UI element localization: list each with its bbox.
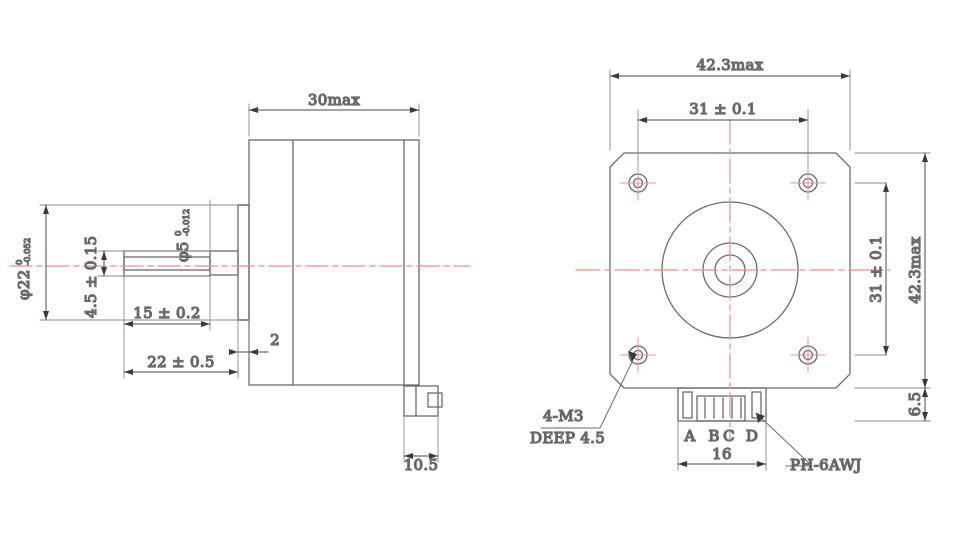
- dim-shaft-diameter-upper: 0: [15, 260, 25, 265]
- dim-body-length: 30max: [308, 91, 360, 109]
- dim-hole-pitch-vertical: 31 ± 0.1: [867, 235, 885, 302]
- side-connector-tab: [427, 392, 443, 408]
- dim-shaft-diameter-lower: -0.052: [23, 238, 33, 265]
- side-connector-body: [403, 385, 439, 417]
- dim-shaft-step-diameter-group: φ5 0 -0.012: [173, 208, 192, 263]
- front-view-arrowheads: [610, 73, 928, 467]
- dim-shaft-step-diameter-lower: -0.012: [182, 209, 192, 236]
- leader-connector: [755, 412, 814, 467]
- annotation-connector-type: PH-6AWJ: [790, 456, 862, 474]
- dim-shaft-diameter: φ22: [15, 270, 33, 301]
- annotation-mounting-holes-line1: 4-M3: [543, 407, 584, 425]
- dim-hole-pitch-horizontal: 31 ± 0.1: [689, 100, 756, 118]
- dim-connector-offset: 6.5: [906, 392, 924, 417]
- dim-shaft-diameter-group: φ22 0 -0.052: [14, 237, 33, 301]
- leader-arrowheads: [628, 351, 765, 423]
- motor-front-outline: [609, 152, 851, 389]
- annotation-mounting-holes-line2: DEEP 4.5: [530, 429, 605, 447]
- front-connector-tab-right: [751, 391, 762, 419]
- front-connector-tab-left: [682, 391, 693, 419]
- leader-lines: [540, 361, 814, 467]
- dim-shaft-flat-length: 15 ± 0.2: [133, 304, 200, 322]
- dim-front-connector-width: 16: [712, 445, 732, 463]
- dim-overall-height: 42.3max: [906, 236, 924, 303]
- dim-shaft-length-total: 22 ± 0.5: [147, 353, 214, 371]
- pin-label-d: D: [746, 427, 758, 445]
- pin-label-b: B: [708, 427, 719, 445]
- pin-label-a: A: [683, 427, 695, 445]
- dim-shaft-step-diameter: φ5: [174, 241, 192, 262]
- dim-side-connector-width: 10.5: [404, 456, 439, 474]
- side-view-arrowheads: [43, 107, 438, 459]
- front-view-geometry: [575, 119, 891, 441]
- dim-flat-height: 4.5 ± 0.15: [82, 236, 100, 318]
- front-connector-pin-block: [696, 395, 746, 422]
- front-view-extension-lines: [609, 69, 931, 471]
- leader-mounting-holes: [540, 361, 633, 429]
- dim-front-plate: 2: [270, 331, 280, 349]
- dim-shaft-step-diameter-upper: 0: [174, 231, 184, 236]
- dim-overall-width: 42.3max: [696, 56, 763, 74]
- pin-label-c: C: [723, 427, 735, 445]
